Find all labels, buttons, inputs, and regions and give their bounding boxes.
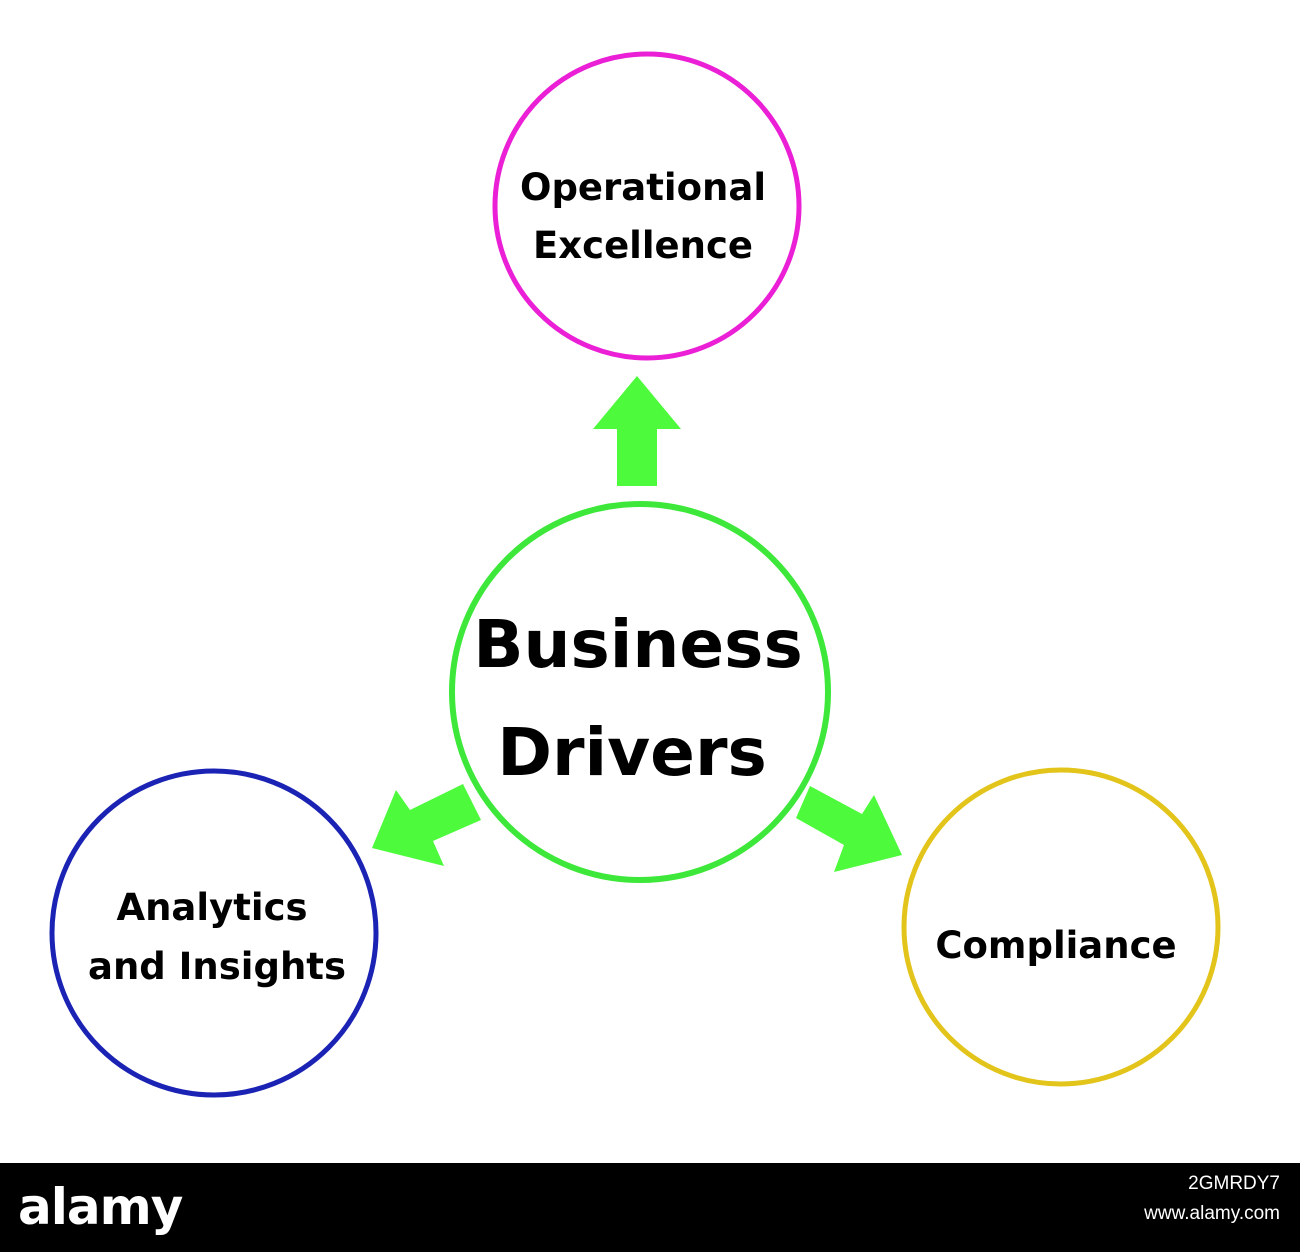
- business-drivers-circle: [449, 501, 831, 883]
- compliance-label: Compliance: [935, 924, 1176, 967]
- operational-excellence-line2: Excellence: [533, 224, 753, 267]
- compliance-node: Compliance: [901, 767, 1221, 1087]
- business-drivers-line1: Business: [473, 606, 803, 683]
- business-drivers-node: Business Drivers: [449, 501, 831, 883]
- analytics-and-insights-line1: Analytics: [116, 886, 307, 929]
- site-url-label: www.alamy.com: [1144, 1203, 1280, 1224]
- diagram: Operational Excellence Business Drivers …: [49, 51, 1221, 1098]
- image-id-label: 2GMRDY7: [1188, 1173, 1280, 1194]
- operational-excellence-line1: Operational: [520, 166, 766, 209]
- compliance-circle: [901, 767, 1221, 1087]
- arrow-up: [593, 376, 681, 486]
- arrow-down-left: [372, 784, 481, 866]
- watermark-footer: alamy 2GMRDY7 www.alamy.com: [0, 1163, 1300, 1252]
- operational-excellence-node: Operational Excellence: [492, 51, 802, 361]
- arrow-down-right: [796, 786, 902, 872]
- alamy-logo: alamy: [18, 1178, 183, 1236]
- operational-excellence-circle: [492, 51, 802, 361]
- business-drivers-line2: Drivers: [497, 714, 767, 791]
- analytics-and-insights-circle: [49, 768, 379, 1098]
- analytics-and-insights-line2: and Insights: [88, 945, 346, 988]
- analytics-and-insights-node: Analytics and Insights: [49, 768, 379, 1098]
